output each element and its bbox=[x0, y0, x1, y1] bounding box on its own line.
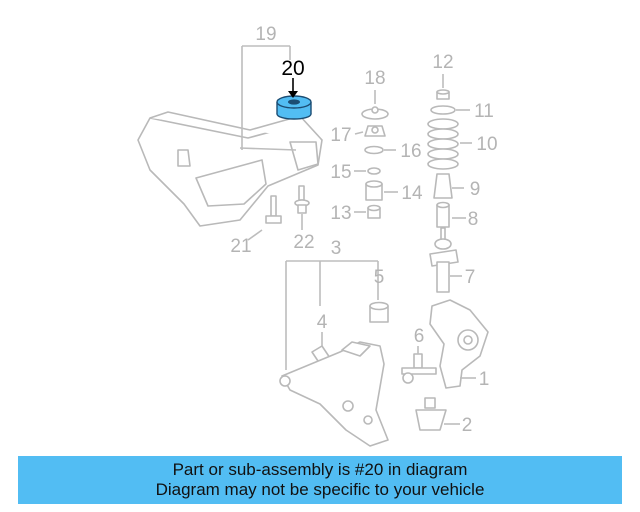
label-19: 19 bbox=[255, 24, 276, 45]
leader-19 bbox=[241, 45, 291, 150]
banner-line-part-number: Part or sub-assembly is #20 in diagram bbox=[172, 460, 468, 479]
label-21: 21 bbox=[230, 236, 251, 257]
label-12: 12 bbox=[432, 52, 453, 73]
bushing-part-14[interactable] bbox=[365, 180, 383, 201]
control-arm-part-3[interactable] bbox=[279, 341, 389, 447]
boot-part-9[interactable] bbox=[433, 173, 453, 199]
label-22: 22 bbox=[293, 232, 314, 253]
link-part-6[interactable] bbox=[401, 353, 437, 384]
label-15: 15 bbox=[330, 162, 351, 183]
washer-part-15[interactable] bbox=[367, 167, 381, 175]
label-13: 13 bbox=[330, 203, 351, 224]
label-1: 1 bbox=[479, 369, 490, 390]
mount-part-18[interactable] bbox=[361, 106, 389, 120]
label-5: 5 bbox=[374, 267, 385, 288]
parts-diagram: 20 19 18 17 16 15 14 13 12 11 10 9 8 7 6… bbox=[137, 24, 498, 447]
leader-3 bbox=[285, 260, 379, 370]
bumper-part-8[interactable] bbox=[436, 201, 450, 228]
label-3: 3 bbox=[331, 238, 342, 259]
bushing-part-20[interactable] bbox=[276, 95, 312, 120]
label-18: 18 bbox=[364, 68, 385, 89]
label-10: 10 bbox=[476, 134, 497, 155]
spring-part-10[interactable] bbox=[427, 118, 459, 170]
ball-joint-part-2[interactable] bbox=[415, 397, 447, 431]
label-9: 9 bbox=[470, 179, 481, 200]
arrowhead-20 bbox=[288, 91, 298, 98]
cap-part-12[interactable] bbox=[436, 89, 450, 100]
label-8: 8 bbox=[468, 209, 479, 230]
info-banner: Part or sub-assembly is #20 in diagram D… bbox=[18, 456, 622, 504]
bushing-part-5[interactable] bbox=[369, 301, 389, 323]
label-14: 14 bbox=[401, 183, 423, 204]
subframe-part-19[interactable] bbox=[137, 111, 323, 227]
label-4: 4 bbox=[317, 312, 328, 333]
bushing-part-13[interactable] bbox=[367, 204, 381, 219]
nut-part-17[interactable] bbox=[364, 125, 386, 137]
leader-21 bbox=[247, 229, 263, 241]
strut-part-7[interactable] bbox=[429, 227, 459, 293]
bolt-part-22[interactable] bbox=[294, 185, 310, 214]
label-17: 17 bbox=[330, 125, 351, 146]
leader-17 bbox=[354, 131, 364, 135]
label-2: 2 bbox=[462, 415, 473, 436]
washer-part-16[interactable] bbox=[364, 145, 384, 155]
label-16: 16 bbox=[400, 141, 421, 162]
seat-part-11[interactable] bbox=[430, 105, 456, 115]
label-6: 6 bbox=[414, 326, 425, 347]
label-11: 11 bbox=[474, 101, 494, 122]
label-7: 7 bbox=[465, 267, 476, 288]
bolt-part-21[interactable] bbox=[265, 195, 282, 224]
label-20: 20 bbox=[281, 57, 304, 80]
banner-line-disclaimer: Diagram may not be specific to your vehi… bbox=[155, 480, 485, 499]
